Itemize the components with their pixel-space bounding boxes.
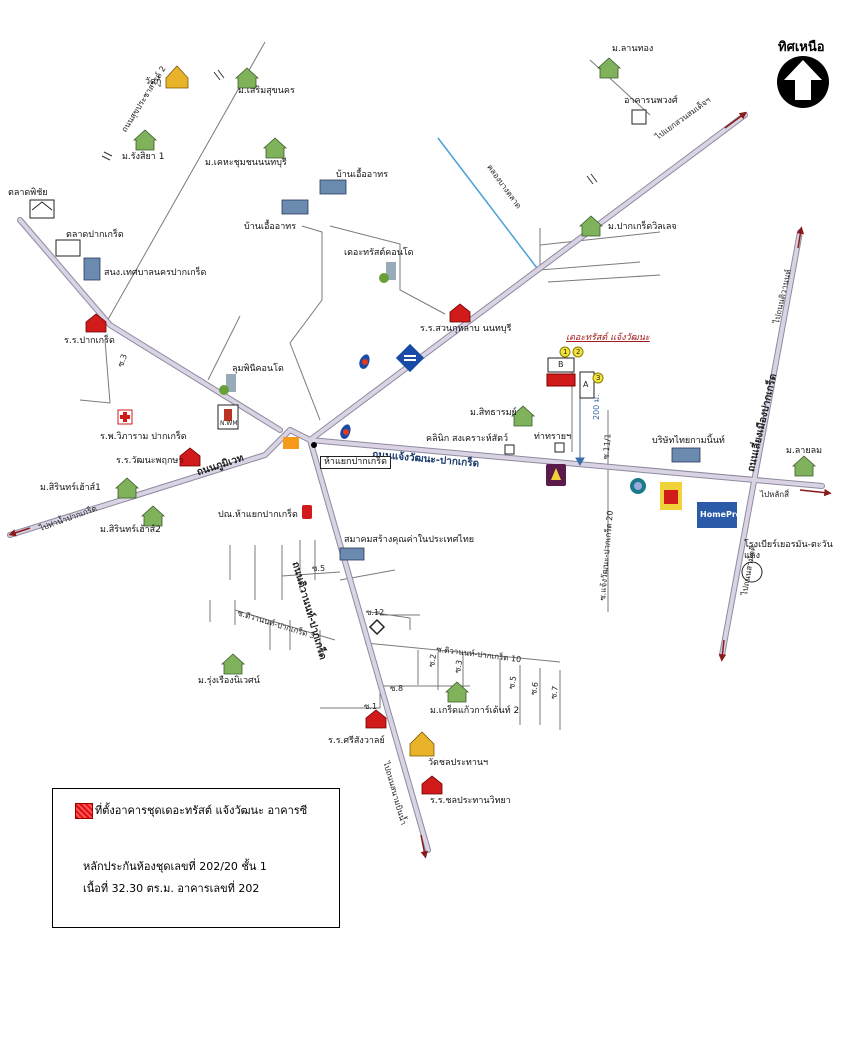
school-icons <box>85 303 471 795</box>
post-box-icon <box>302 505 312 519</box>
label-samakhom: สมาคมสร้างคุณค่าในประเทศไทย <box>344 535 475 545</box>
road-break-marks <box>101 69 598 185</box>
label-ban-kehachumchon: ม.เคหะชุมชนนนทบุรี <box>205 158 287 168</box>
brewery-circle-icon <box>741 561 763 583</box>
label-the-trust-condo: เดอะทรัสต์คอนโด <box>344 248 414 258</box>
label-ban-sitthatham: ม.สิทธารมย์ <box>470 408 517 418</box>
soi-7-label: ซ.7 <box>548 685 561 700</box>
north-label: ทิศเหนือ <box>778 40 825 55</box>
label-ban-lanthong: ม.ลานทอง <box>612 44 654 54</box>
label-ban-laiyom: ม.ลายลม <box>786 446 823 456</box>
label-n2: 2 <box>576 348 581 356</box>
label-dist: 200 ม. <box>592 394 601 420</box>
label-clinic: คลินิก สงเคราะห์สัตว์ <box>426 434 509 444</box>
legend-line2: หลักประกันห้องชุดเลขที่ 202/20 ชั้น 1 <box>83 860 267 873</box>
label-rp-wiparam: ร.พ.วิภาราม ปากเกร็ด <box>100 432 187 442</box>
label-talad-pakkret: ตลาดปากเกร็ด <box>66 230 124 240</box>
label-rr-sirisangwan: ร.ร.ศรีสังวาลย์ <box>328 736 385 746</box>
label-haeyak: ห้าแยกปากเกร็ด <box>320 456 391 469</box>
nwm-logo-icon <box>217 404 239 430</box>
soi-3b-label: ซ.3 <box>452 659 465 674</box>
label-ban-pakkret-villa: ม.ปากเกร็ดวิลเลจ <box>608 222 677 232</box>
soi-5-label: ซ.5 <box>312 564 326 573</box>
label-building-a: A <box>583 380 589 389</box>
soi-5b-label: ซ.5 <box>506 675 519 690</box>
label-rr-chonprathan: ร.ร.ชลประทานวิทยา <box>430 796 511 806</box>
diamond-icon <box>368 618 386 636</box>
ptt-logo-icon <box>630 478 646 494</box>
building-icons <box>83 179 701 561</box>
label-rr-wattanaphruksa: ร.ร.วัฒนะพฤกษา <box>116 456 184 466</box>
label-thai-kanmun: บริษัทไทยกามนิ้นท์ <box>652 436 725 446</box>
label-akan-noppawong: อาคารนพวงศ์ <box>624 96 678 106</box>
label-tessaban: สนง.เทศบาลนครปากเกร็ด <box>104 268 207 278</box>
label-the-trust-target: เดอะทรัสต์ แจ้งวัฒนะ <box>566 333 650 343</box>
to-laksi-label: ไปหลักสี่ <box>760 490 790 499</box>
label-ban-uea-athorn2: บ้านเอื้ออาทร <box>244 222 297 232</box>
label-lumpini: ลุมพินีคอนโด <box>232 364 284 374</box>
label-ban-kretkaew: ม.เกร็ดแก้วการ์เด้นท์ 2 <box>430 706 520 716</box>
soi-8-label: ซ.8 <box>390 684 404 693</box>
legend-target-swatch <box>75 803 93 819</box>
soi-11-label: ซ.11/1 <box>601 433 613 460</box>
soi-12-label: ซ.12 <box>366 608 385 617</box>
legend-box: ที่ตั้งอาคารชุดเดอะทรัสต์ แจ้งวัฒนะ อาคา… <box>52 788 340 928</box>
label-ban-roemsuk: ม.เสริมสุขนคร <box>238 86 295 96</box>
thasai-square-icon <box>554 442 565 453</box>
label-ban-sirin1: ม.สิรินทร์เฮ้าส์1 <box>40 483 101 493</box>
pttgas-logo-icon <box>283 437 299 449</box>
label-building-b: B <box>558 360 564 369</box>
direction-arrows <box>8 111 832 859</box>
label-rr-suankulab: ร.ร.สวนกุหลาบ นนทบุรี <box>420 324 512 334</box>
akan-noppawong-icon <box>631 109 647 125</box>
soi-1-label: ซ.1 <box>364 702 378 711</box>
label-ban-rungrueang: ม.รุ่งเรืองนิเวศน์ <box>198 676 260 686</box>
temple-icons <box>165 65 435 757</box>
label-n3: 3 <box>596 374 601 382</box>
clinic-square-icon <box>504 444 515 455</box>
main-roads <box>7 112 825 853</box>
label-brewery: โรงเบียร์เยอรมัน-ตะวันแดง <box>744 540 833 561</box>
label-homepro: HomePro <box>700 510 742 519</box>
hospital-cross-icon <box>117 409 133 425</box>
label-nwm: N.WM <box>220 420 238 427</box>
house-icons <box>114 57 817 703</box>
label-ban-sirin2: ม.สิรินทร์เฮ้าส์2 <box>100 525 161 535</box>
legend-line1: ที่ตั้งอาคารชุดเดอะทรัสต์ แจ้งวัฒนะ อาคา… <box>95 804 308 817</box>
market-icons <box>29 199 81 257</box>
condo-icons <box>219 262 396 395</box>
label-post: ปณ.ห้าแยกปากเกร็ด <box>218 510 298 520</box>
homepro-logo-icon <box>697 502 737 528</box>
label-ban-rungsiya: ม.รังสิยา 1 <box>122 152 165 162</box>
canal-line <box>437 137 541 273</box>
soi-6-label: ซ.6 <box>528 681 541 696</box>
legend-line3: เนื้อที่ 32.30 ตร.ม. อาคารเลขที่ 202 <box>83 882 260 895</box>
label-talad-phichai: ตลาดพิชัย <box>8 188 48 198</box>
haeyak-dot <box>311 442 317 448</box>
shell-logo-icon <box>340 354 370 439</box>
label-rr-pakkret: ร.ร.ปากเกร็ด <box>64 336 115 346</box>
bigc-logo-icon <box>660 482 682 510</box>
bank-logo-icon <box>395 343 425 373</box>
scb-logo-icon <box>546 464 566 486</box>
label-wat-chonprathan: วัดชลประทานฯ <box>428 758 489 768</box>
label-n1: 1 <box>563 348 568 356</box>
label-wat-ku: วัดกู้ <box>145 77 162 87</box>
label-ban-uea-athorn1: บ้านเอื้ออาทร <box>336 170 389 180</box>
north-arrow-icon <box>777 56 829 108</box>
label-tha-sai: ท่าทรายฯ <box>534 432 572 442</box>
target-buildings <box>546 346 604 399</box>
